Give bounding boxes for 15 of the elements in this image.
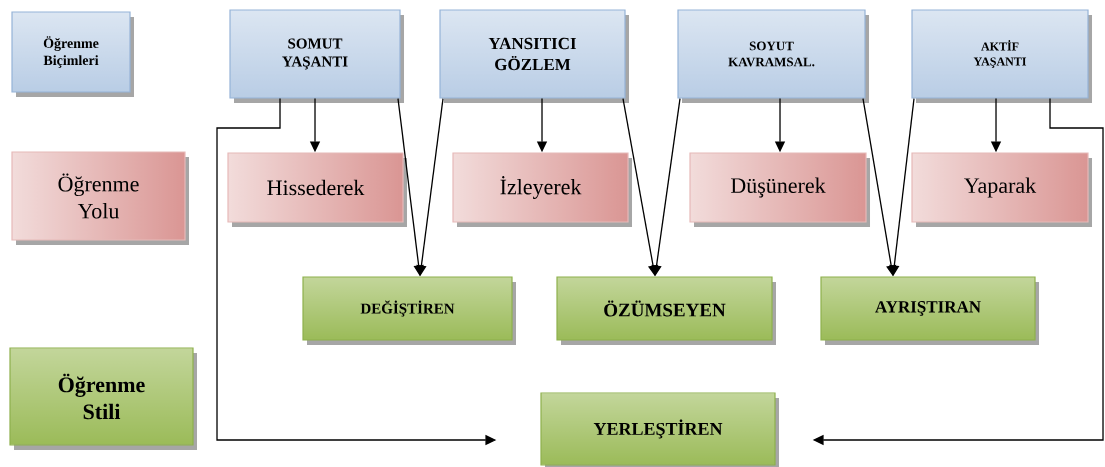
style-box: YERLEŞTİREN: [540, 392, 779, 467]
path-box: Hissederek: [227, 152, 407, 227]
path-box: Yaparak: [911, 152, 1092, 227]
header-box: Öğrenme Biçimleri: [11, 11, 134, 97]
header-box: AKTİF YAŞANTI: [911, 9, 1092, 103]
header-box: YANSITICI GÖZLEM: [439, 9, 629, 103]
path-box: İzleyerek: [452, 152, 632, 227]
style-box: AYRIŞTIRAN: [820, 276, 1039, 345]
header-box: SOMUT YAŞANTI: [229, 9, 404, 103]
path-box: Öğrenme Yolu: [11, 151, 189, 245]
style-box: Öğrenme Stili: [9, 347, 197, 450]
header-box: SOYUT KAVRAMSAL.: [677, 9, 869, 103]
style-box: DEĞİŞTİREN: [302, 276, 516, 345]
style-box: ÖZÜMSEYEN: [556, 276, 776, 345]
path-box: Düşünerek: [689, 152, 870, 227]
